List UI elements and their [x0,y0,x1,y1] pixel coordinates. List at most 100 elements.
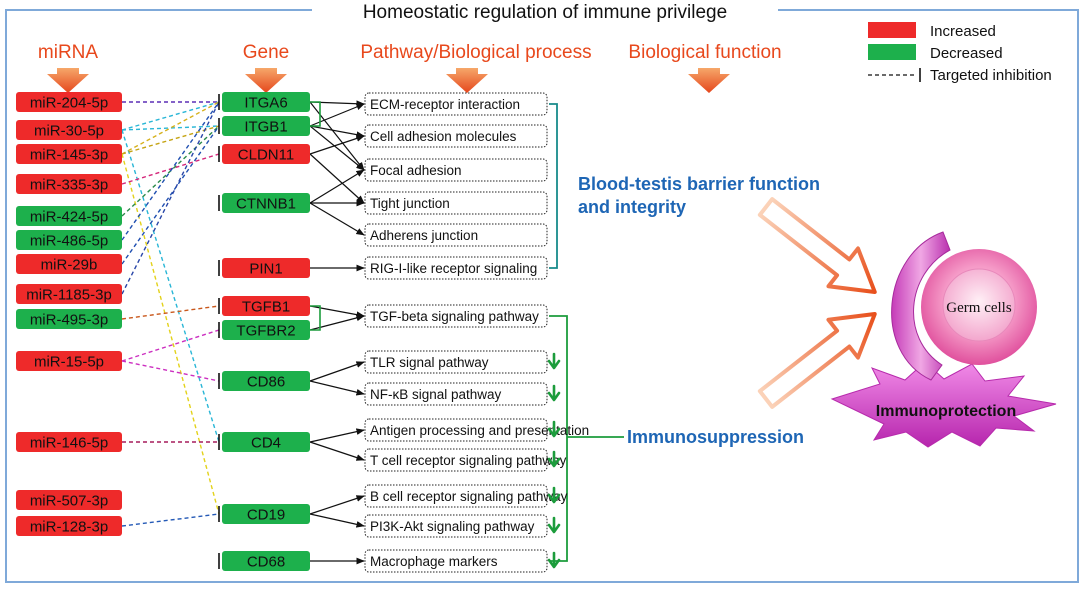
btb-bracket [549,103,558,269]
arrow-pathway-down-icon [446,68,488,93]
gene-ctnnb1: CTNNB1 [222,193,310,213]
gene-label: TGFB1 [242,299,290,316]
gene-label: CTNNB1 [236,196,296,213]
down-regulation-arrow-icon [547,384,561,402]
gene-tgfbr2: TGFBR2 [222,320,310,340]
activation-arrow [309,361,365,382]
gene-pathway-connections [309,100,365,565]
mirna-mir-495-3p: miR-495-3p [16,309,122,329]
mirna-label: miR-146-5p [30,435,108,452]
mirna-column: miR-204-5pmiR-30-5pmiR-145-3pmiR-335-3pm… [16,92,122,536]
legend-decreased-label: Decreased [930,45,1003,62]
activation-arrow [309,125,365,171]
arrow-btb-to-cell-icon [757,197,877,294]
pathway-box [364,514,548,538]
gene-label: CD68 [247,554,285,571]
mirna-box [16,120,122,140]
inhibition-line [121,153,220,515]
pathway-focal-adhesion: Focal adhesion [364,158,548,182]
gene-box [222,116,310,136]
gene-box [222,432,310,452]
arrow-gene-down-icon [245,68,287,93]
activation-arrow [309,169,365,204]
pathway-pi3k-akt-signaling-pathway: PI3K-Akt signaling pathway [364,514,561,538]
blood-testis-barrier-shield-icon [891,231,951,381]
activation-arrow [309,428,365,443]
outcome-btb-line2: and integrity [578,197,686,217]
gene-label: ITGB1 [244,119,287,136]
outcome-btb-line1: Blood-testis barrier function [578,174,820,194]
activation-arrow [309,135,365,155]
activation-arrow [309,101,365,171]
down-regulation-arrow-icon [547,551,561,569]
pathway-label: Macrophage markers [370,554,498,569]
gene-label: CD86 [247,374,285,391]
mirna-label: miR-145-3p [30,147,108,164]
activation-arrow [309,513,365,528]
activation-arrow [309,380,365,396]
mirna-label: miR-30-5p [34,123,104,140]
arrow-function-down-icon [688,68,730,93]
inhibition-line [121,305,220,320]
mirna-mir-486-5p: miR-486-5p [16,230,122,250]
mirna-box [16,432,122,452]
pathway-box [364,549,548,573]
pathway-box [364,124,548,148]
pathway-tgf-beta-signaling-pathway: TGF-beta signaling pathway [364,304,548,328]
inhibition-line [121,101,220,131]
mirna-box [16,351,122,371]
mirna-mir-146-5p: miR-146-5p [16,432,122,452]
germ-cell-illustration: Immunoprotection Germ cells [830,231,1057,448]
mirna-box [16,206,122,226]
mirna-gene-connections [121,94,220,569]
activation-arrow [309,153,365,204]
activation-arrow [309,305,365,318]
mirna-box [16,284,122,304]
inhibition-line [121,153,220,185]
pathway-nf-b-signal-pathway: NF-κB signal pathway [364,382,561,406]
header-gene: Gene [243,42,289,63]
pathway-box [364,350,548,374]
pathway-box [364,382,548,406]
legend-increased-label: Increased [930,23,996,40]
mirna-label: miR-1185-3p [26,287,112,304]
activation-arrow [309,125,365,138]
gene-label: TGFBR2 [236,323,295,340]
gene-cd19: CD19 [222,504,310,524]
pathway-tight-junction: Tight junction [364,191,548,215]
gene-itga6: ITGA6 [222,92,310,112]
mirna-label: miR-424-5p [30,209,108,226]
mirna-mir-1185-3p: miR-1185-3p [16,284,122,304]
gene-label: CD4 [251,435,281,452]
inhibition-line [121,125,220,131]
title-frame [5,9,1079,583]
gene-itgb1: ITGB1 [222,116,310,136]
pathway-label: Focal adhesion [370,163,462,178]
activation-arrow [309,202,365,236]
pathway-rig-i-like-receptor-signaling: RIG-I-like receptor signaling [364,256,548,280]
activation-arrow [309,495,365,515]
pathway-t-cell-receptor-signaling-pathway: T cell receptor signaling pathway [364,448,567,472]
pathway-cell-adhesion-molecules: Cell adhesion molecules [364,124,548,148]
germ-cell-core-icon [942,268,1016,342]
down-regulation-arrow-icon [547,420,561,438]
gene-cd4: CD4 [222,432,310,452]
inhibition-line [121,101,220,295]
gene-label: PIN1 [249,261,282,278]
outcome-immunosuppression: Immunosuppression [627,427,804,447]
down-regulation-arrow-icon [547,352,561,370]
gene-box [222,258,310,278]
pathway-label: NF-κB signal pathway [370,387,502,402]
gene-box [222,551,310,571]
immunoprotection-label: Immunoprotection [876,403,1016,420]
pathway-label: RIG-I-like receptor signaling [370,261,537,276]
header-function: Biological function [628,42,781,63]
immunoprotection-burst-icon [830,361,1057,448]
inhibition-line [121,513,220,527]
inhibition-line [121,329,220,362]
mirna-label: miR-204-5p [30,95,108,112]
pathway-box [364,448,548,472]
